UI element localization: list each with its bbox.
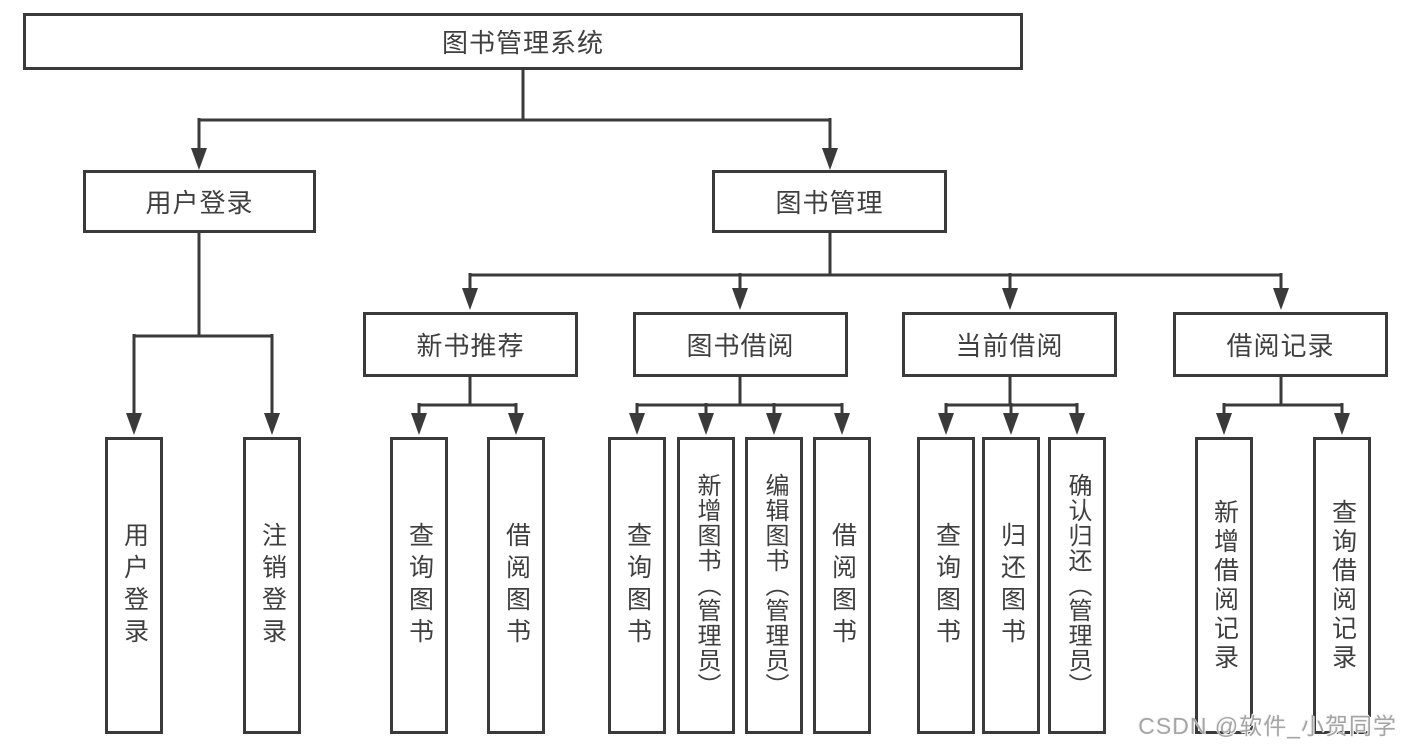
connector-root-to-level2 — [191, 70, 838, 170]
connector-borrow-record-to-leaves — [1216, 377, 1350, 435]
node-new-book-recommend-label: 新书推荐 — [416, 331, 525, 361]
leaf-cb-return-books-label: 归还图书 — [997, 521, 1026, 650]
leaf-br-query-record: 查询借阅记录 — [1313, 437, 1371, 734]
leaf-cb-confirm-return-admin-label: 确认归还（管理员） — [1064, 473, 1091, 698]
node-book-management-label: 图书管理 — [775, 188, 884, 218]
csdn-watermark: CSDN @软件_小贺同学 — [1138, 713, 1397, 739]
connector-current-borrow-to-leaves — [938, 377, 1085, 435]
leaf-br-add-record: 新增借阅记录 — [1195, 437, 1253, 734]
leaf-bb-borrow-books: 借阅图书 — [813, 437, 871, 734]
leaf-cb-confirm-return-admin: 确认归还（管理员） — [1048, 437, 1106, 734]
leaf-nbr-borrow-books: 借阅图书 — [487, 437, 545, 734]
node-root: 图书管理系统 — [23, 13, 1023, 70]
node-book-borrow-label: 图书借阅 — [686, 331, 795, 361]
node-root-label: 图书管理系统 — [441, 28, 604, 58]
leaf-bb-add-books-admin-label: 新增图书（管理员） — [693, 473, 720, 698]
node-current-borrow-label: 当前借阅 — [955, 331, 1064, 361]
node-user-login-label: 用户登录 — [145, 188, 254, 218]
leaf-logout-login: 注销登录 — [243, 437, 301, 734]
leaf-bb-edit-books-admin-label: 编辑图书（管理员） — [761, 473, 788, 698]
leaf-br-add-record-label: 新增借阅记录 — [1210, 498, 1239, 673]
leaf-logout-login-label: 注销登录 — [258, 521, 287, 650]
connector-book-management-to-level3 — [462, 233, 1289, 310]
leaf-bb-edit-books-admin: 编辑图书（管理员） — [745, 437, 803, 734]
leaf-user-login-label: 用户登录 — [120, 521, 149, 650]
node-current-borrow: 当前借阅 — [902, 312, 1117, 377]
leaf-nbr-borrow-books-label: 借阅图书 — [502, 521, 531, 650]
leaf-bb-query-books: 查询图书 — [608, 437, 666, 734]
connector-new-book-recommend-to-leaves — [411, 377, 524, 435]
leaf-bb-add-books-admin: 新增图书（管理员） — [677, 437, 735, 734]
leaf-cb-query-books-label: 查询图书 — [932, 521, 961, 650]
node-new-book-recommend: 新书推荐 — [363, 312, 578, 377]
leaf-nbr-query-books-label: 查询图书 — [405, 521, 434, 650]
leaf-cb-query-books: 查询图书 — [917, 437, 975, 734]
node-borrow-record: 借阅记录 — [1173, 312, 1388, 377]
node-user-login: 用户登录 — [83, 170, 316, 233]
node-book-borrow: 图书借阅 — [633, 312, 848, 377]
connector-user-login-to-leaves — [126, 233, 280, 435]
leaf-br-query-record-label: 查询借阅记录 — [1328, 498, 1357, 673]
leaf-bb-borrow-books-label: 借阅图书 — [828, 521, 857, 650]
leaf-user-login: 用户登录 — [105, 437, 163, 734]
leaf-cb-return-books: 归还图书 — [982, 437, 1040, 734]
leaf-bb-query-books-label: 查询图书 — [623, 521, 652, 650]
connector-book-borrow-to-leaves — [629, 377, 850, 435]
node-book-management: 图书管理 — [712, 170, 947, 233]
node-borrow-record-label: 借阅记录 — [1226, 331, 1335, 361]
leaf-nbr-query-books: 查询图书 — [390, 437, 448, 734]
